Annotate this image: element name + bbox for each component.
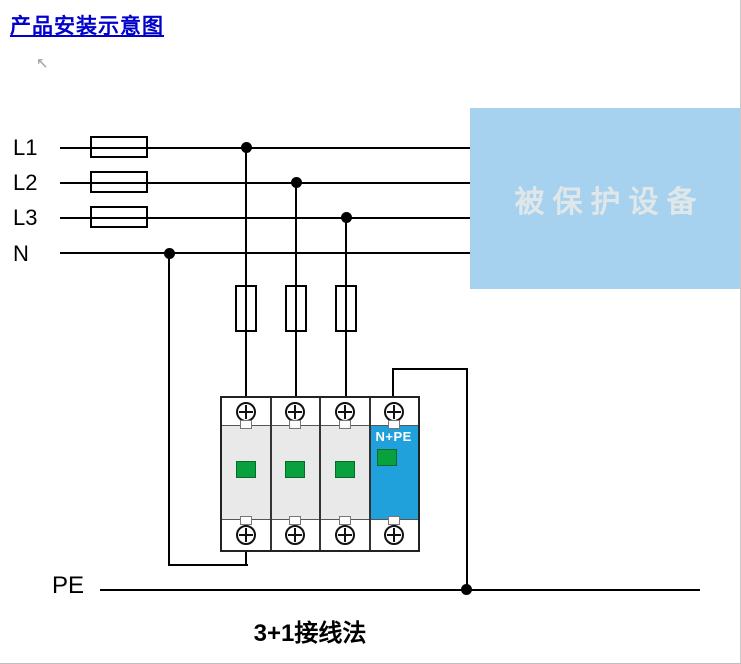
- wire-l3-horizontal: [60, 217, 470, 219]
- protected-equipment-box: 被保护设备: [470, 108, 740, 289]
- screw-terminal-icon: [334, 525, 355, 545]
- module-body: [222, 420, 270, 525]
- fuse-l3-branch: [335, 285, 357, 332]
- wire-npe-up: [392, 368, 394, 396]
- anchor-arrow-icon: ↖: [36, 55, 49, 72]
- screw-terminal-icon: [235, 525, 256, 545]
- fuse-l2-branch: [285, 285, 307, 332]
- module-body-npe: N+PE: [370, 420, 418, 525]
- label-n: N: [13, 241, 29, 266]
- module-clip: [388, 516, 401, 525]
- wire-l2-horizontal: [60, 182, 470, 184]
- module-clip: [388, 420, 401, 429]
- terminal-block-top: [222, 398, 270, 426]
- status-indicator-window: [285, 461, 306, 478]
- module-clip: [289, 420, 302, 429]
- wire-n-drop: [168, 253, 170, 566]
- wire-n-bottom-horizontal: [168, 564, 248, 566]
- fuse-l1: [90, 136, 148, 158]
- status-indicator-window: [334, 461, 355, 478]
- junction-dot-l2: [291, 177, 302, 188]
- wire-n-horizontal: [60, 252, 470, 254]
- wire-l1-horizontal: [60, 147, 470, 149]
- label-l2: L2: [13, 170, 38, 195]
- status-indicator-window: [376, 449, 397, 466]
- diagram-caption: 3+1接线法: [253, 620, 367, 647]
- module-clip: [239, 516, 252, 525]
- terminal-block-bottom: [271, 519, 319, 550]
- spd-module-l2: [269, 398, 319, 550]
- junction-dot-pe: [461, 584, 472, 595]
- junction-dot-l1: [241, 142, 252, 153]
- junction-dot-l3: [341, 212, 352, 223]
- screw-terminal-icon: [235, 401, 256, 422]
- spd-device: N+PE: [220, 396, 420, 552]
- module-clip: [338, 420, 351, 429]
- wire-module1-bottom: [245, 552, 247, 566]
- spd-module-l3: [319, 398, 369, 550]
- junction-dot-n: [164, 248, 175, 259]
- wire-npe-horizontal: [392, 368, 468, 370]
- module-clip: [338, 516, 351, 525]
- label-pe: PE: [52, 572, 85, 599]
- fuse-l3: [90, 206, 148, 228]
- npe-module-label: N+PE: [375, 429, 412, 444]
- label-l1: L1: [13, 135, 38, 160]
- status-indicator-window: [235, 461, 256, 478]
- screw-terminal-icon: [285, 401, 306, 422]
- wire-l3-drop: [345, 218, 347, 396]
- wire-l1-drop: [245, 148, 247, 396]
- wire-l2-drop: [295, 183, 297, 396]
- protected-equipment-label: 被保护设备: [514, 185, 705, 219]
- fuse-l2: [90, 171, 148, 193]
- screw-terminal-icon: [334, 401, 355, 422]
- screw-terminal-icon: [384, 401, 405, 422]
- screw-terminal-icon: [384, 525, 405, 545]
- module-body: [321, 420, 369, 525]
- fuse-l1-branch: [235, 285, 257, 332]
- spd-module-npe: N+PE: [368, 398, 418, 550]
- module-body: [271, 420, 319, 525]
- wire-pe-horizontal: [100, 589, 700, 591]
- wire-npe-to-pe: [466, 368, 468, 591]
- screw-terminal-icon: [285, 525, 306, 545]
- module-clip: [239, 420, 252, 429]
- spd-module-l1: [222, 398, 270, 550]
- page-title: 产品安装示意图: [10, 15, 164, 38]
- label-l3: L3: [13, 205, 38, 230]
- module-clip: [289, 516, 302, 525]
